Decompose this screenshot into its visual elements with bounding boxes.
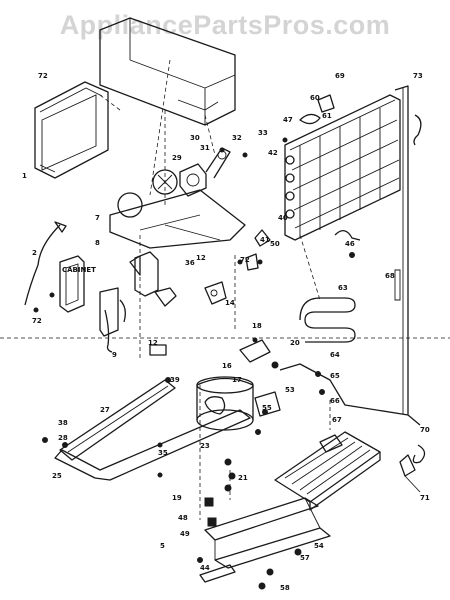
callout-42: 42 — [268, 149, 278, 157]
callout-38: 38 — [58, 419, 68, 427]
callout-63: 63 — [338, 284, 348, 292]
callout-12b: 12 — [148, 339, 158, 347]
callout-18: 18 — [252, 322, 262, 330]
hose-part — [399, 444, 426, 493]
left-rail-27 — [59, 379, 176, 461]
compressor — [196, 339, 281, 431]
evaporator-cover-part — [34, 81, 109, 179]
callout-23: 23 — [200, 442, 210, 450]
defrost-heater — [299, 297, 356, 343]
callout-49: 49 — [180, 530, 190, 538]
callout-40: 40 — [278, 214, 288, 222]
drain-pan — [274, 431, 381, 511]
callout-60: 60 — [310, 94, 320, 102]
liner-box-part — [99, 17, 236, 126]
callout-48: 48 — [178, 514, 188, 522]
assembly-guides — [0, 59, 450, 520]
callout-9: 9 — [112, 351, 117, 359]
callout-35: 35 — [158, 449, 168, 457]
callout-65: 65 — [330, 372, 340, 380]
callout-8: 8 — [95, 239, 100, 247]
callout-14: 14 — [225, 299, 235, 307]
callout-57: 57 — [300, 554, 310, 562]
callout-53: 53 — [285, 386, 295, 394]
callout-64: 64 — [330, 351, 340, 359]
callout-70: 70 — [420, 426, 430, 434]
callout-25: 25 — [52, 472, 62, 480]
relay-part — [204, 281, 227, 305]
callout-73: 73 — [413, 72, 423, 80]
callout-33: 33 — [258, 129, 268, 137]
callout-20: 20 — [290, 339, 300, 347]
callout-31: 31 — [200, 144, 210, 152]
callout-12: 12 — [196, 254, 206, 262]
bracket-46 — [334, 230, 361, 241]
fasteners — [33, 137, 355, 590]
callout-67: 67 — [332, 416, 342, 424]
base-frame — [199, 497, 331, 583]
callout-58: 58 — [280, 584, 290, 592]
callout-54: 54 — [314, 542, 324, 550]
fan-motor-assembly — [152, 147, 231, 197]
callout-1: 1 — [22, 172, 27, 180]
callout-30: 30 — [190, 134, 200, 142]
callout-27: 27 — [100, 406, 110, 414]
callout-16: 16 — [222, 362, 232, 370]
callout-36: 36 — [185, 259, 195, 267]
wire-harness — [24, 221, 67, 306]
callout-19: 19 — [172, 494, 182, 502]
callout-47: 47 — [283, 116, 293, 124]
callout-7: 7 — [95, 214, 100, 222]
callout-55: 55 — [262, 404, 272, 412]
callout-72a: 72 — [38, 72, 48, 80]
callout-72b: 72 — [32, 317, 42, 325]
top-clips — [299, 94, 335, 125]
callout-17: 17 — [232, 376, 242, 384]
fan-shroud-bracket — [109, 189, 246, 249]
callout-39: 39 — [170, 376, 180, 384]
callout-28: 28 — [58, 434, 68, 442]
control-box-part — [59, 251, 177, 356]
callout-71: 71 — [420, 494, 430, 502]
callout-41: 41 — [260, 236, 270, 244]
callout-61: 61 — [322, 112, 332, 120]
condenser-coil — [284, 85, 422, 426]
callout-2: 2 — [32, 249, 37, 257]
callout-72c: 72 — [240, 256, 250, 264]
tubing — [279, 363, 409, 416]
callout-69: 69 — [335, 72, 345, 80]
callout-21: 21 — [238, 474, 248, 482]
cabinet-label: CABINET — [62, 266, 96, 274]
callout-68: 68 — [385, 272, 395, 280]
callout-46: 46 — [345, 240, 355, 248]
callout-5: 5 — [160, 542, 165, 550]
callout-29: 29 — [172, 154, 182, 162]
base-rail-25 — [54, 409, 251, 481]
callout-66: 66 — [330, 397, 340, 405]
callout-50: 50 — [270, 240, 280, 248]
callout-32: 32 — [232, 134, 242, 142]
callout-44: 44 — [200, 564, 210, 572]
